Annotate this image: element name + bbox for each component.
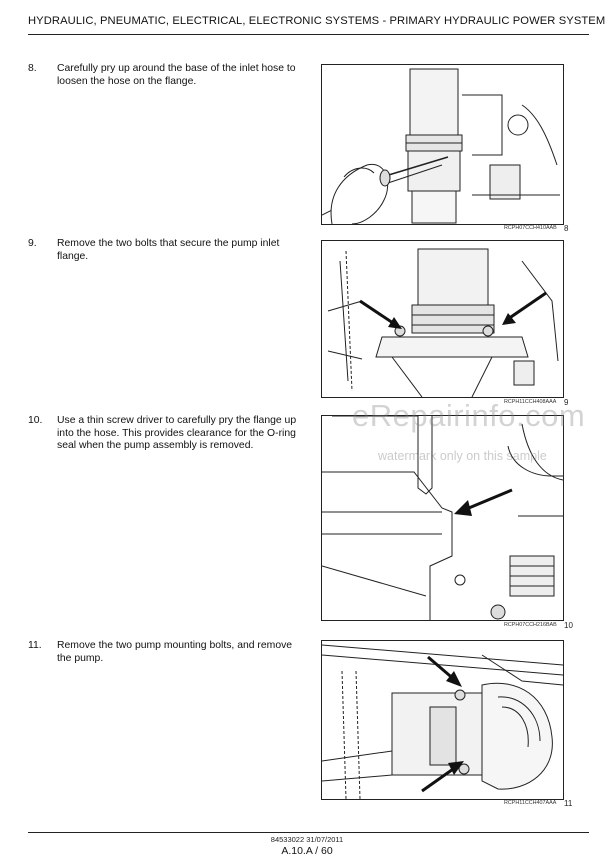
footer-divider bbox=[28, 832, 589, 833]
step-number: 10. bbox=[28, 415, 43, 426]
figure-8-caption: RCPH07CCH410AAB bbox=[504, 225, 557, 231]
footer-page-number: A.10.A / 60 bbox=[281, 845, 333, 857]
step-text: Remove the two pump mounting bolts, and … bbox=[57, 640, 293, 664]
figure-10-number: 10 bbox=[564, 621, 573, 630]
step-text: Use a thin screw driver to carefully pry… bbox=[57, 415, 297, 452]
figure-11-illustration bbox=[321, 640, 564, 800]
figure-10-illustration bbox=[321, 415, 564, 621]
figure-9-illustration bbox=[321, 240, 564, 398]
figure-9-number: 9 bbox=[564, 398, 569, 407]
figure-11-number: 11 bbox=[564, 799, 573, 808]
step-number: 8. bbox=[28, 63, 37, 74]
watermark-brand: eRepairinfo.com bbox=[352, 398, 586, 433]
page-header: HYDRAULIC, PNEUMATIC, ELECTRICAL, ELECTR… bbox=[28, 15, 606, 27]
figure-8-illustration bbox=[321, 64, 564, 225]
figure-10-caption: RCPH07CCH216BAB bbox=[504, 622, 557, 628]
step-number: 11. bbox=[28, 640, 42, 651]
figure-9-caption: RCPH11CCH408AAA bbox=[504, 399, 557, 405]
footer-doc-ref: 84533022 31/07/2011 bbox=[270, 835, 344, 844]
figure-11-caption: RCPH11CCH407AAA bbox=[504, 800, 557, 806]
step-text: Remove the two bolts that secure the pum… bbox=[57, 238, 280, 262]
figure-8-number: 8 bbox=[564, 224, 569, 233]
watermark-note: watermark only on this sample bbox=[378, 449, 547, 463]
step-number: 9. bbox=[28, 238, 37, 249]
header-divider bbox=[28, 34, 589, 35]
step-text: Carefully pry up around the base of the … bbox=[57, 63, 296, 87]
